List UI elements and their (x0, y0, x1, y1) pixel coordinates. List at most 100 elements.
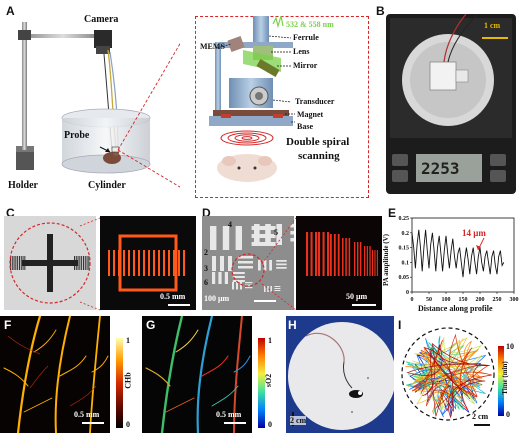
pa-bar (318, 232, 321, 276)
target-bar (276, 263, 287, 266)
target-bar (86, 256, 88, 270)
target-bar (11, 256, 13, 270)
pa-bar (178, 250, 180, 276)
target-bar (240, 282, 242, 290)
pa-bar (357, 242, 359, 276)
lens-label: Lens (293, 47, 310, 56)
pa-bar (133, 250, 135, 276)
target-bar (83, 256, 84, 270)
trajectory-segment (407, 337, 486, 412)
panel-d-scalebar-2 (352, 304, 376, 306)
target-bar (251, 234, 276, 238)
panel-d-pa-image (296, 216, 382, 310)
target-bar (290, 238, 294, 242)
panel-d-resolution-target-photo (202, 216, 294, 310)
panel-d-scale-label-2: 50 μm (346, 292, 368, 301)
panel-h-scale-label: 2 cm (290, 416, 307, 425)
target-bar (15, 256, 17, 270)
holder-stand-illustration (16, 22, 180, 188)
target-bar (238, 261, 253, 264)
panel-e-annotation: 14 μm (462, 228, 486, 238)
target-bar (245, 287, 253, 289)
pa-bar (372, 250, 374, 276)
panel-c-callout-lines (79, 217, 101, 311)
pa-bar (327, 232, 330, 276)
target-bar (265, 224, 271, 245)
target-bar (212, 272, 216, 284)
panel-b-scale-label: 1 cm (484, 21, 501, 30)
panel-d-label: D (202, 206, 211, 220)
x-tick-label: 150 (459, 297, 468, 303)
target-bar (20, 256, 22, 270)
target-bar (276, 267, 287, 269)
panel-d-tick-4: 4 (228, 220, 232, 229)
y-tick-label: 0.15 (399, 246, 410, 252)
base-label: Base (297, 122, 313, 131)
target-bar (212, 256, 216, 271)
pa-bar (348, 238, 351, 276)
target-bar (81, 256, 83, 270)
panel-f-cbar-top: 1 (126, 336, 130, 345)
panel-g-label: G (146, 318, 156, 332)
target-bar (264, 286, 266, 292)
panel-f-colorbar (116, 338, 123, 428)
pa-bar (345, 238, 347, 276)
target-bar (77, 256, 79, 270)
pa-bar (143, 250, 145, 276)
y-tick-label: 0 (406, 290, 409, 296)
target-bar (245, 284, 253, 286)
target-bar (251, 242, 276, 246)
target-bar (232, 276, 245, 278)
pa-bar (118, 250, 120, 276)
target-bar (274, 288, 281, 289)
x-tick-label: 50 (426, 297, 432, 303)
target-bar (13, 256, 15, 270)
target-bar (245, 282, 253, 284)
panel-f-vascular-image (0, 316, 110, 433)
pa-bar (138, 250, 140, 276)
panel-f-label: F (4, 318, 12, 332)
panel-d-callout-lines (261, 217, 297, 311)
pa-bar (128, 250, 130, 276)
pa-bar (374, 250, 376, 276)
panel-h-label: H (288, 318, 297, 332)
panel-a-label: A (6, 4, 15, 18)
target-bar (274, 286, 281, 287)
target-bar (19, 256, 20, 270)
target-bar (276, 224, 282, 245)
panel-g: G 0.5 mm 1 0 sO2 (142, 316, 284, 433)
ferrule-label: Ferrule (293, 33, 319, 42)
panel-d-scale-label-1: 100 μm (204, 294, 230, 303)
x-tick-label: 0 (411, 297, 414, 303)
panel-c-usaf-target-photo (4, 216, 96, 310)
target-bar (263, 260, 267, 271)
target-bar (24, 256, 26, 270)
pa-bar (306, 232, 309, 276)
camera-label: Camera (84, 14, 119, 25)
x-tick-label: 100 (442, 297, 451, 303)
panel-d-scalebar-1 (254, 300, 276, 302)
target-bar (232, 272, 245, 274)
target-bar (267, 286, 269, 292)
transducer-label: Transducer (295, 97, 335, 106)
panel-e-xlabel: Distance along profile (418, 304, 493, 313)
target-bar (22, 256, 24, 270)
panel-i-scalebar (474, 424, 490, 426)
target-bar (235, 226, 242, 250)
target-bar (222, 226, 230, 250)
pa-bar (333, 234, 336, 276)
x-tick-label: 250 (493, 297, 502, 303)
cylinder-label: Cylinder (88, 180, 126, 191)
x-tick-label: 300 (510, 297, 519, 303)
panel-f: F 0.5 mm 1 0 CHb (0, 316, 140, 433)
pa-bar (113, 250, 115, 276)
trajectory-segment (411, 333, 492, 411)
panel-d-tick-3: 3 (204, 264, 208, 273)
panel-i-scale-label: 2 cm (472, 412, 489, 421)
scanning-label-line1: Double spiral (286, 136, 350, 148)
y-tick-label: 0.25 (399, 216, 410, 222)
target-bar (238, 266, 253, 269)
pa-bar (322, 232, 325, 276)
